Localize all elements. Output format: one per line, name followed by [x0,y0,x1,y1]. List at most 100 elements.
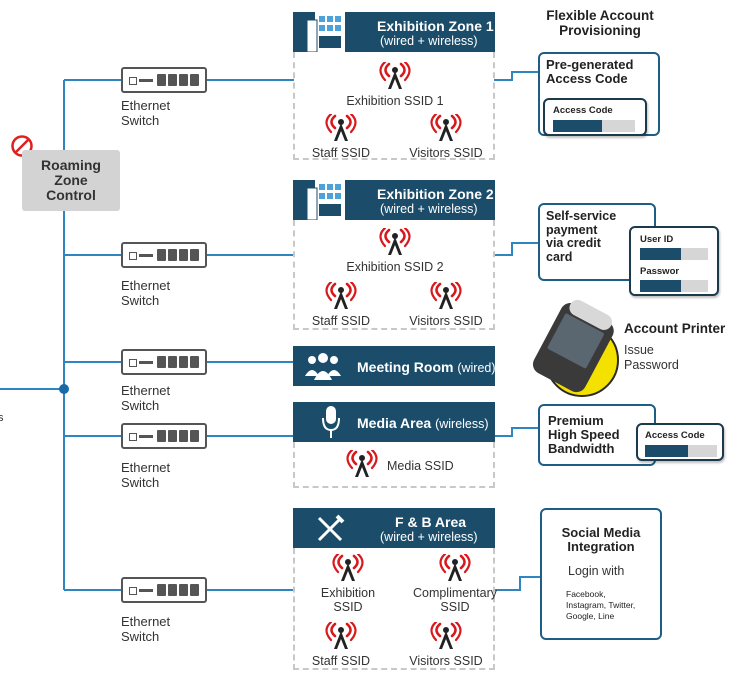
antenna-icon [332,554,364,581]
bar-fill [640,280,681,292]
roaming-label: Roaming Zone Control [41,157,101,203]
bar-fill [640,248,681,260]
ssid-staff: Staff SSID [301,622,381,668]
fb-area-box [293,548,495,670]
building-icon [306,180,345,220]
bar-fill [645,445,689,457]
account-printer-title: Account Printer [624,321,726,336]
ssid-label: Exhibition SSID 1 [346,94,444,108]
user-id-bar [640,248,708,260]
ssid-label: Exhibition SSID 2 [346,260,444,274]
printer-icon [532,299,619,397]
media-area-box [293,442,495,488]
ssid-media: Media SSID [345,448,475,483]
ssid-visitors: Visitors SSID [401,114,491,160]
antenna-icon [430,622,462,649]
exhibition-zone-1-box [293,52,495,160]
fb-area-header: F & B Area (wired + wireless) [293,508,495,548]
ssid-exhibition-1: Exhibition SSID 1 [330,62,460,108]
login-with: Login with [568,564,625,578]
antenna-icon [430,282,462,309]
panel-title: Self-service payment via credit card [546,209,617,264]
ssid-label: Visitors SSID [409,314,483,328]
meeting-title: Meeting Room [357,359,454,375]
ssid-label: Staff SSID [311,314,371,328]
ssid-exhibition: Exhibition SSID [303,554,393,614]
access-code-card: Access Code [543,98,647,136]
password-label: Passwor [640,266,680,277]
zone-subtitle: (wired + wireless) [380,34,478,48]
ssid-label: Media SSID [387,459,454,473]
antenna-icon [430,114,462,141]
bar-fill [553,120,603,132]
antenna-icon [325,282,357,309]
ssid-staff: Staff SSID [301,282,381,328]
card-label: Access Code [553,105,613,116]
zone-title: Media Area (wireless) [357,415,489,431]
panel-title: Social Media Integration [561,525,641,554]
panel-title: Premium High Speed Bandwidth [548,413,620,456]
media-area-header: Media Area (wireless) [293,402,495,442]
meeting-room-header: Meeting Room (wired) [293,346,496,386]
login-card: User ID Passwor [629,226,719,296]
switch-label: Ethernet Switch [121,460,171,490]
antenna-icon [345,448,379,483]
ethernet-switch-icon [121,242,207,268]
exhibition-zone-2-header: Exhibition Zone 2 (wired + wireless) [293,180,495,220]
premium-bar [645,445,717,457]
media-title: Media Area [357,415,432,431]
ssid-label: Staff SSID [311,654,371,668]
printer-desc: Issue Password [624,343,679,372]
antenna-icon [325,114,357,141]
user-id-label: User ID [640,234,674,245]
ssid-label: Visitors SSID [409,146,483,160]
ssid-label: Complimentary SSID [412,586,498,614]
antenna-svg [346,448,378,477]
ssid-staff: Staff SSID [301,114,381,160]
switch-label: Ethernet Switch [121,98,171,128]
utensils-icon [317,514,345,542]
ethernet-switch-icon [121,423,207,449]
access-code-bar [553,120,635,132]
ethernet-switch-icon [121,349,207,375]
ssid-visitors: Visitors SSID [401,622,491,668]
antenna-icon [439,554,471,581]
ssid-label: Staff SSID [311,146,371,160]
ssid-visitors: Visitors SSID [401,282,491,328]
antenna-icon [325,622,357,649]
junction-dot [59,384,69,394]
antenna-icon [379,228,411,255]
switch-label: Ethernet Switch [121,614,171,644]
zone-title: Exhibition Zone 1 [377,18,494,34]
media-subtitle: (wireless) [435,417,489,431]
ssid-label: Visitors SSID [409,654,483,668]
roaming-zone-control: Roaming Zone Control [22,150,120,211]
left-edge-text: s [0,412,4,424]
zone-title: Exhibition Zone 2 [377,186,494,202]
social-panel [540,508,662,640]
zone-subtitle: (wired + wireless) [380,202,478,216]
panel-title: Pre-generated Access Code [546,57,634,86]
meeting-subtitle: (wired) [457,361,496,375]
microphone-icon [322,406,340,438]
ssid-exhibition-2: Exhibition SSID 2 [330,228,460,274]
ethernet-switch-icon [121,577,207,603]
ssid-label: Exhibition SSID [320,586,376,614]
ethernet-switch-icon [121,67,207,93]
exhibition-zone-2-box [293,220,495,330]
social-networks: Facebook, Instagram, Twitter, Google, Li… [566,589,636,621]
zone-title: Meeting Room (wired) [357,359,496,375]
switch-label: Ethernet Switch [121,278,171,308]
flexible-account-title: Flexible Account Provisioning [546,8,654,38]
switch-label: Ethernet Switch [121,383,171,413]
exhibition-zone-1-header: Exhibition Zone 1 (wired + wireless) [293,12,495,52]
zone-subtitle: (wired + wireless) [380,530,478,544]
password-bar [640,280,708,292]
building-icon [306,12,345,52]
ssid-complimentary: Complimentary SSID [400,554,510,614]
card-label: Access Code [645,430,705,441]
premium-access-card: Access Code [636,423,724,461]
antenna-icon [379,62,411,89]
zone-title: F & B Area [395,514,467,530]
